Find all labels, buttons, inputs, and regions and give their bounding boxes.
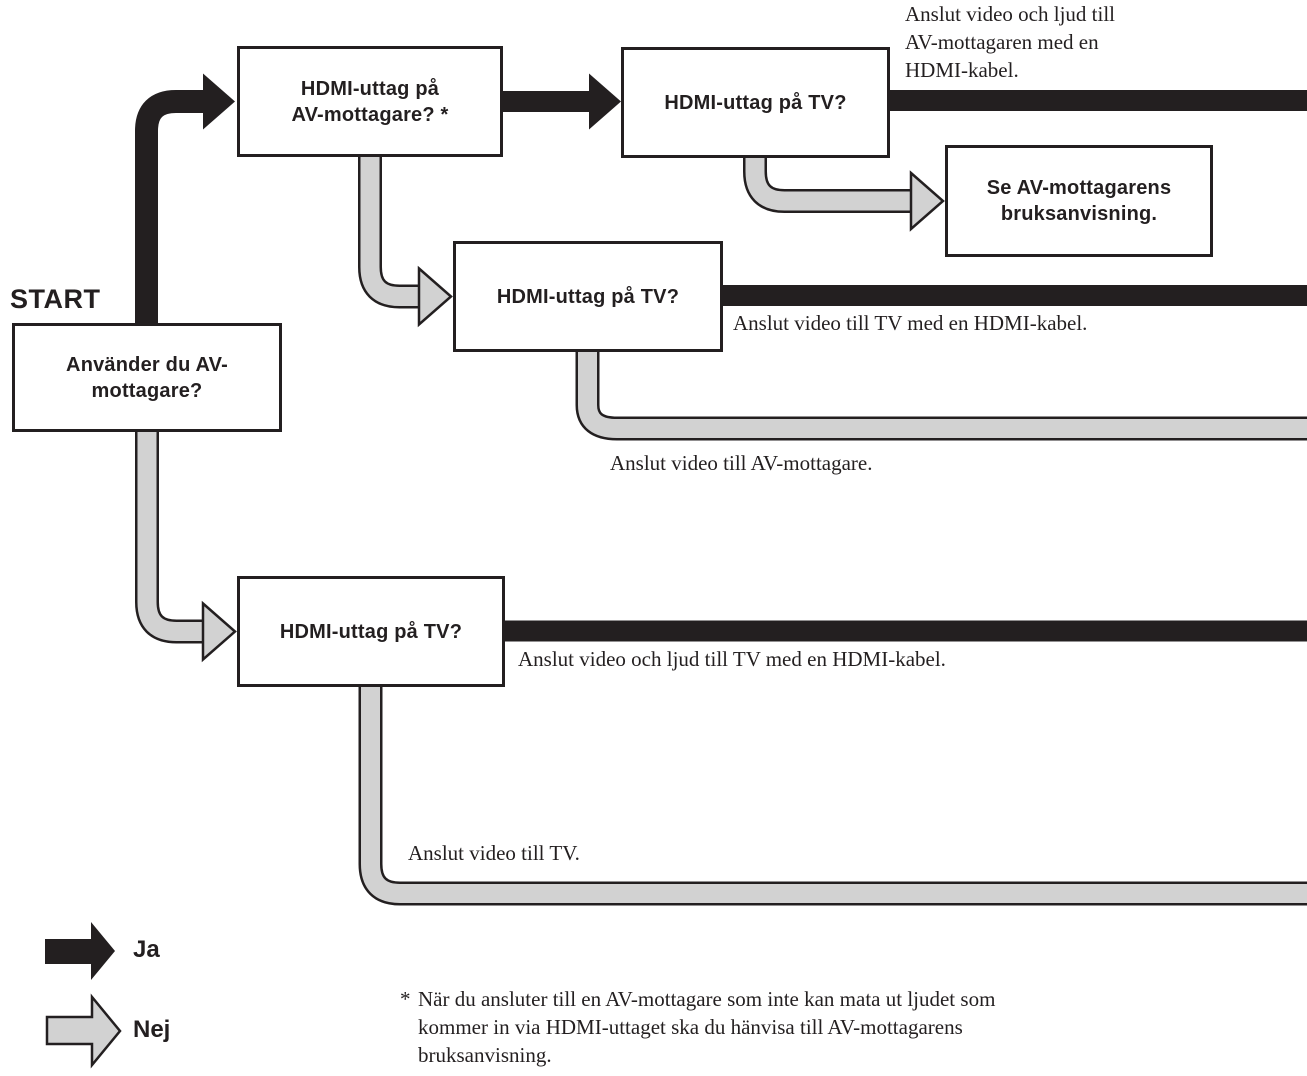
yes-arrowhead-av-receiver-to-tv xyxy=(589,73,621,130)
yes-bar-top xyxy=(888,90,1307,111)
no-arrowhead-tv-to-manual xyxy=(909,170,945,232)
annotation-connect-av-line1: Anslut video och ljud till xyxy=(905,2,1115,26)
box-see-manual-line2: bruksanvisning. xyxy=(1000,203,1158,225)
no-pipe-av-receiver-to-tv xyxy=(360,151,421,306)
no-pipe-middle-long-outline xyxy=(575,346,1307,441)
box-hdmi-tv-bottom: HDMI-uttag på TV? xyxy=(237,576,505,687)
box-hdmi-av-receiver: HDMI-uttag på AV-mottagare? * xyxy=(237,46,503,157)
annotation-video-tv-hdmi: Anslut video till TV med en HDMI-kabel. xyxy=(733,311,1088,335)
yes-arrow-av-receiver-to-tv xyxy=(503,91,590,112)
legend-yes-label: Ja xyxy=(133,936,160,963)
box-hdmi-tv-top: HDMI-uttag på TV? xyxy=(621,47,890,158)
annotation-video-av: Anslut video till AV-mottagare. xyxy=(610,451,873,475)
annotation-connect-av-line3: HDMI-kabel. xyxy=(905,58,1019,82)
no-pipe-tv-to-manual xyxy=(745,152,913,211)
legend-yes-arrow xyxy=(45,922,115,980)
annotation-video-audio-tv-hdmi: Anslut video och ljud till TV med en HDM… xyxy=(518,647,946,671)
footnote-line1: När du ansluter till en AV-mottagare som… xyxy=(418,987,996,1011)
footnote-marker: * xyxy=(400,987,411,1011)
legend-no-arrow xyxy=(45,993,122,1069)
box-see-manual: Se AV-mottagarens bruksanvisning. xyxy=(945,145,1213,257)
yes-bar-middle xyxy=(720,285,1307,306)
annotation-video-tv: Anslut video till TV. xyxy=(408,841,580,865)
no-pipe-bottom-long xyxy=(361,681,1307,903)
no-pipe-middle-long xyxy=(578,346,1307,438)
no-arrowhead-av-receiver-to-tv xyxy=(417,265,453,328)
box-use-av-receiver-line1: Använder du AV- xyxy=(66,353,228,376)
start-label: START xyxy=(10,284,101,314)
box-hdmi-tv-middle: HDMI-uttag på TV? xyxy=(453,241,723,352)
annotation-connect-av: Anslut video och ljud till AV-mottagaren… xyxy=(905,0,1115,84)
annotation-connect-av-line2: AV-mottagaren med en xyxy=(905,30,1099,54)
no-pipe-start-to-tv xyxy=(137,426,205,641)
no-arrowhead-start-to-tv xyxy=(201,600,237,663)
box-hdmi-av-receiver-line2: AV-mottagare? * xyxy=(291,103,449,126)
box-hdmi-tv-middle-label: HDMI-uttag på TV? xyxy=(496,285,680,308)
footnote-line2: kommer in via HDMI-uttaget ska du hänvis… xyxy=(418,1015,963,1039)
box-hdmi-tv-top-label: HDMI-uttag på TV? xyxy=(664,91,847,114)
box-see-manual-line1: Se AV-mottagarens xyxy=(986,177,1172,199)
legend-no-label: Nej xyxy=(133,1016,171,1043)
yes-arrow-start-to-av-receiver xyxy=(135,90,204,330)
box-use-av-receiver-line2: mottagare? xyxy=(91,379,203,402)
box-hdmi-av-receiver-line1: HDMI-uttag på xyxy=(300,77,440,100)
footnote-text: När du ansluter till en AV-mottagare som… xyxy=(418,985,995,1069)
yes-bar-bottom xyxy=(503,620,1307,642)
footnote: * När du ansluter till en AV-mottagare s… xyxy=(400,985,995,1069)
box-hdmi-tv-bottom-label: HDMI-uttag på TV? xyxy=(279,620,463,643)
box-use-av-receiver: Använder du AV- mottagare? xyxy=(12,323,282,432)
footnote-line3: bruksanvisning. xyxy=(418,1043,552,1067)
yes-arrowhead-start-to-av-receiver xyxy=(203,73,235,130)
